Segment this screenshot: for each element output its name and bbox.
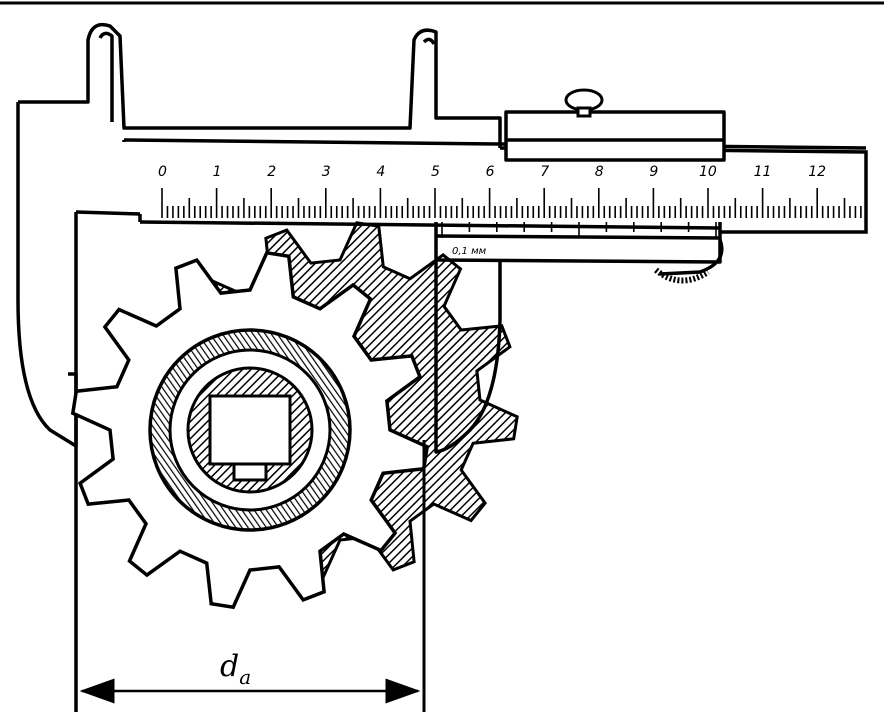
- main-scale-label: 7: [540, 164, 549, 180]
- main-scale-label: 3: [322, 164, 331, 180]
- diameter-dimension: da: [79, 440, 426, 712]
- main-scale-label: 11: [754, 164, 772, 180]
- fixed-jaw: [16, 22, 867, 448]
- main-scale-label: 2: [267, 164, 276, 180]
- main-scale-label: 6: [486, 164, 495, 180]
- main-scale-label: 9: [649, 164, 658, 180]
- vernier-scale-ticks: [441, 222, 717, 238]
- vernier-precision-label: 0,1 мм: [452, 246, 487, 257]
- gear: [70, 221, 519, 610]
- main-scale-label: 10: [699, 164, 717, 180]
- main-scale-label: 8: [595, 164, 604, 180]
- main-scale-label: 5: [431, 164, 440, 180]
- dimension-symbol: da: [220, 649, 251, 689]
- main-scale-ticks: [161, 188, 862, 218]
- main-scale-label: 4: [376, 164, 385, 180]
- main-beam: [74, 140, 868, 712]
- main-scale-label: 0: [158, 164, 167, 180]
- gear-keyway: [232, 462, 268, 482]
- thumb-wheel: [654, 267, 710, 284]
- main-scale-label: 12: [808, 164, 826, 180]
- thumb-screw: [564, 88, 604, 118]
- main-scale-label: 1: [213, 164, 222, 180]
- gear-bore: [208, 394, 292, 466]
